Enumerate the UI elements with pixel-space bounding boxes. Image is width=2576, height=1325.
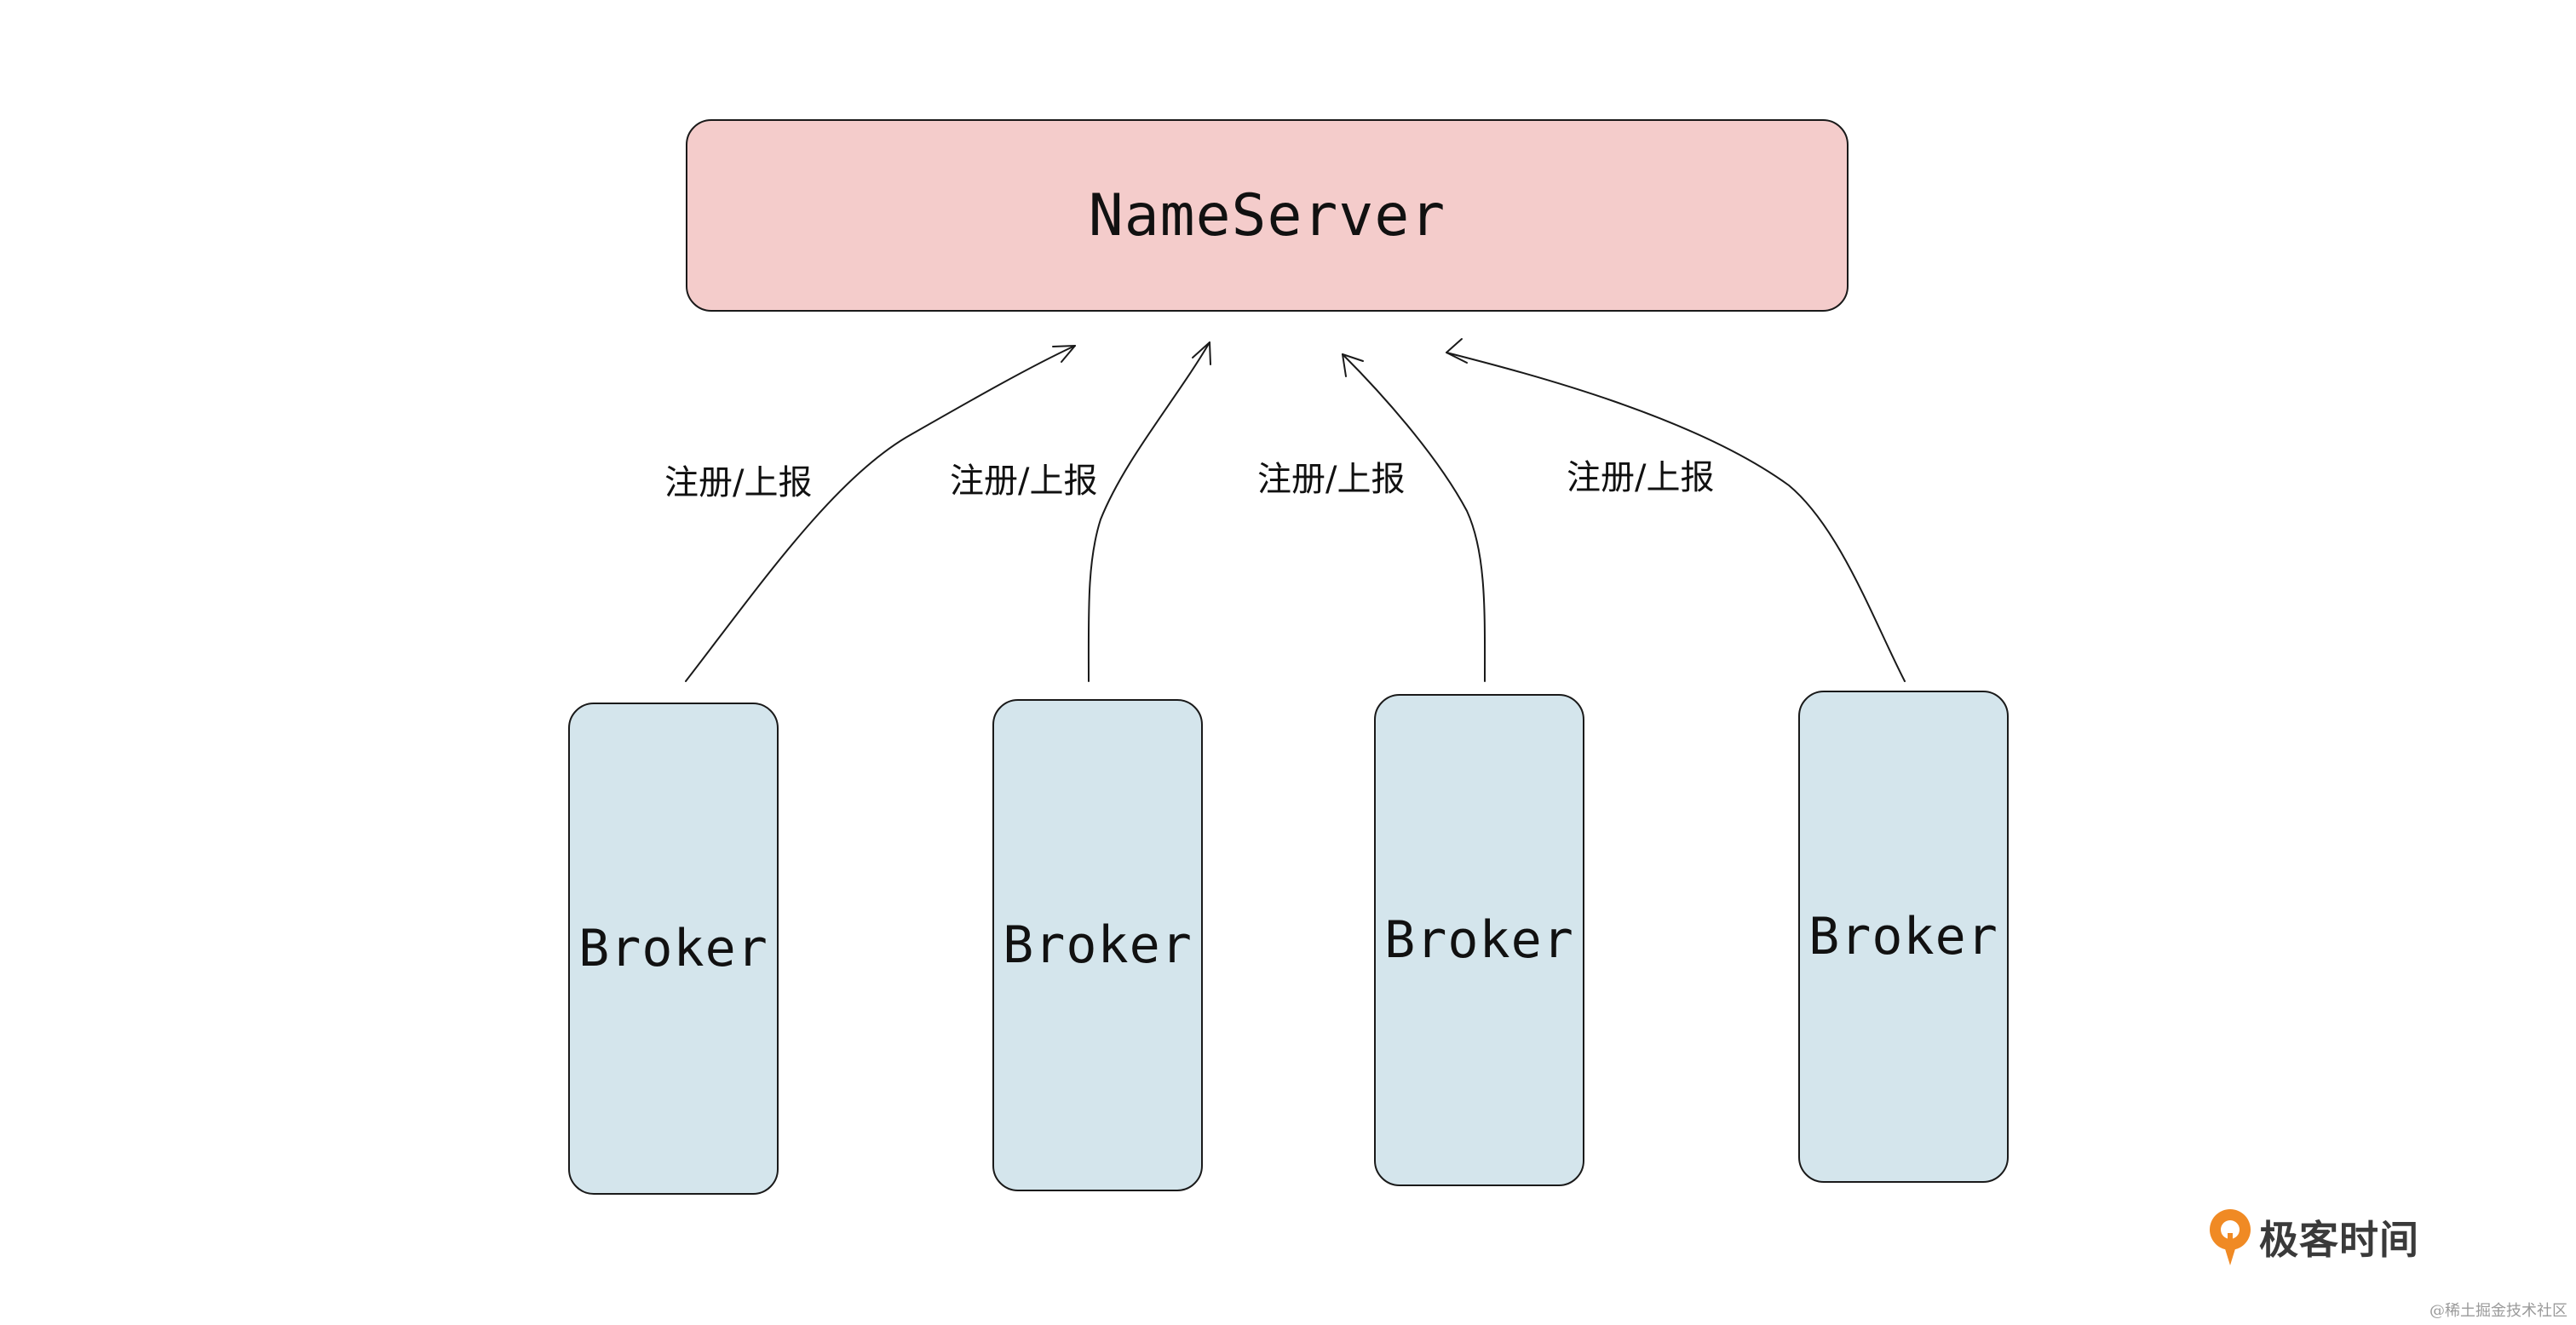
edge-label-1: 注册/上报 <box>664 463 813 502</box>
logo-text: 极客时间 <box>2259 1217 2419 1263</box>
broker-box-1: Broker <box>568 703 779 1195</box>
broker-box-4: Broker <box>1798 691 2009 1183</box>
broker-box-3: Broker <box>1374 694 1584 1186</box>
geektime-logo: 极客时间 <box>2206 1207 2419 1267</box>
edge-label-4: 注册/上报 <box>1567 458 1715 497</box>
broker-label: Broker <box>578 919 768 978</box>
connector-arrow-4 <box>1446 338 1906 682</box>
broker-label: Broker <box>1808 907 1998 967</box>
geektime-logo-icon <box>2210 1209 2251 1265</box>
nameserver-box: NameServer <box>686 119 1849 312</box>
broker-label: Broker <box>1003 915 1193 975</box>
connector-arrow-2 <box>1087 341 1211 682</box>
broker-box-2: Broker <box>992 699 1203 1191</box>
broker-label: Broker <box>1384 910 1574 970</box>
connector-arrow-3 <box>1342 353 1486 682</box>
connector-arrow-1 <box>685 345 1076 682</box>
edge-label-3: 注册/上报 <box>1257 460 1406 499</box>
watermark: @稀土掘金技术社区 <box>2429 1302 2567 1320</box>
nameserver-label: NameServer <box>1088 181 1446 250</box>
edge-label-2: 注册/上报 <box>950 462 1098 501</box>
